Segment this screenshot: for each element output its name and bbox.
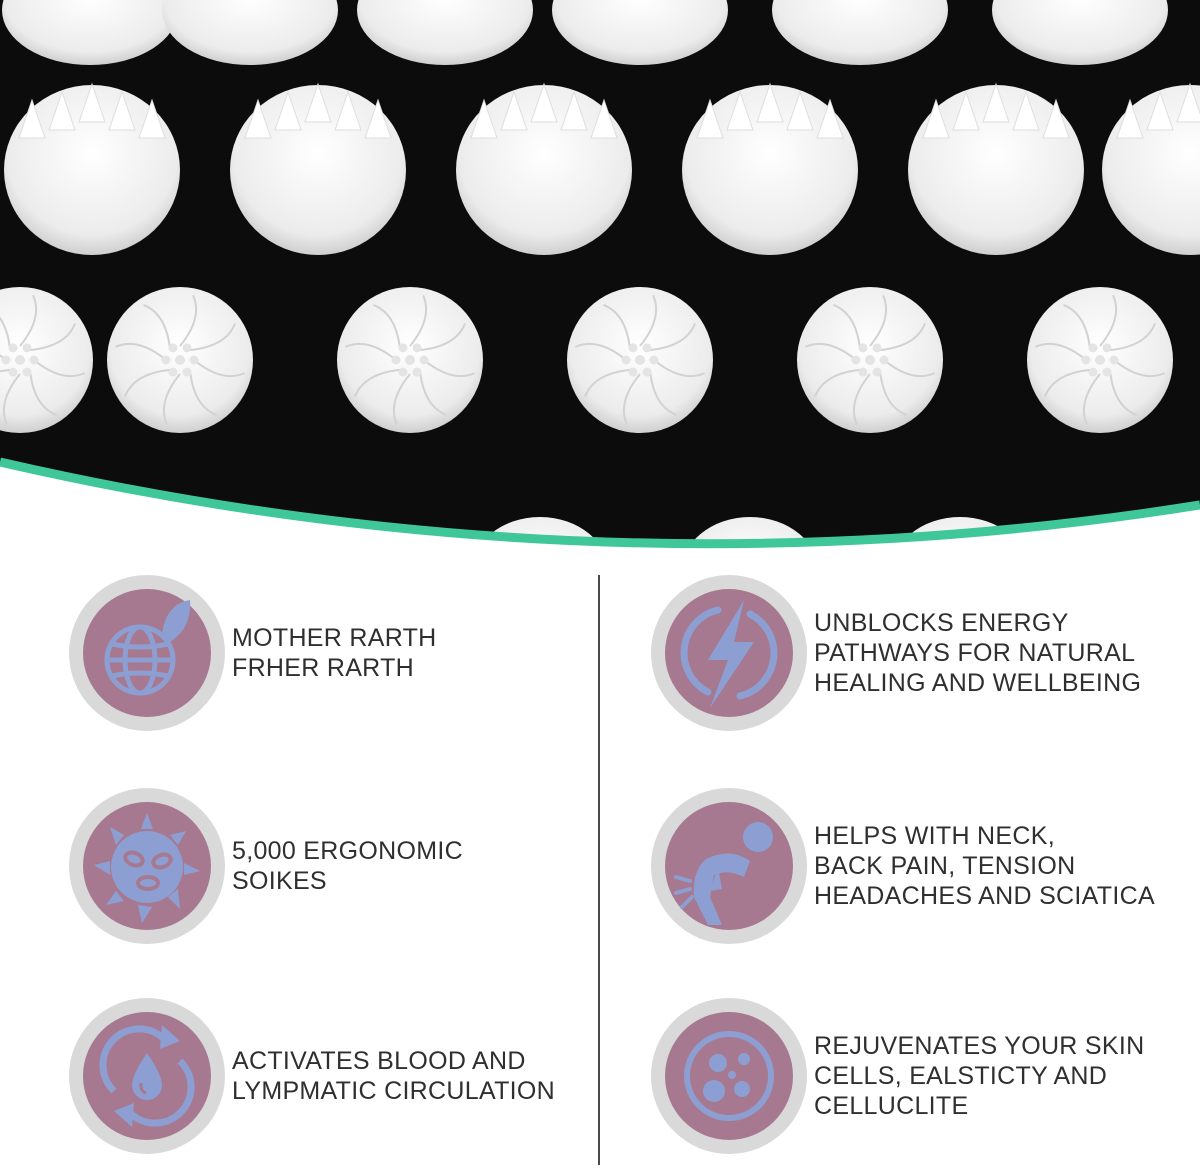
feature-item: HELPS WITH NECK, BACK PAIN, TENSION HEAD…: [648, 785, 1155, 947]
feature-line: 5,000 ERGONOMIC: [232, 837, 463, 865]
feature-text: ACTIVATES BLOOD AND LYMPMATIC CIRCULATIO…: [232, 1046, 555, 1106]
spike-nub: [107, 287, 253, 433]
globe-leaf-icon: [66, 572, 228, 734]
feature-line: ACTIVATES BLOOD AND: [232, 1047, 526, 1075]
spike-nub: [456, 82, 632, 255]
feature-line: CELLUCLITE: [814, 1092, 969, 1120]
spike-nub: [230, 82, 406, 255]
spike-nub: [0, 287, 93, 433]
spike-nub: [2, 0, 178, 65]
feature-line: CELLS, EALSTICTY AND: [814, 1062, 1108, 1090]
feature-item: MOTHER RARTH FRHER RARTH: [66, 572, 437, 734]
spike-nub: [162, 0, 338, 65]
feature-line: HEADACHES AND SCIATICA: [814, 882, 1155, 910]
skin-cells-icon: [648, 995, 810, 1157]
spiked-ball-icon: [66, 785, 228, 947]
feature-line: REJUVENATES YOUR SKIN: [814, 1032, 1145, 1060]
feature-line: UNBLOCKS ENERGY: [814, 609, 1069, 637]
feature-line: LYMPMATIC CIRCULATION: [232, 1077, 555, 1105]
feature-text: REJUVENATES YOUR SKIN CELLS, EALSTICTY A…: [814, 1031, 1144, 1121]
acupressure-mat-photo: [0, 0, 1200, 549]
feature-text: 5,000 ERGONOMIC SOIKES: [232, 836, 463, 896]
feature-text: HELPS WITH NECK, BACK PAIN, TENSION HEAD…: [814, 821, 1155, 911]
feature-text: UNBLOCKS ENERGY PATHWAYS FOR NATURAL HEA…: [814, 608, 1141, 698]
feature-item: UNBLOCKS ENERGY PATHWAYS FOR NATURAL HEA…: [648, 572, 1141, 734]
spike-nub: [567, 287, 713, 433]
spike-nub: [4, 82, 180, 255]
feature-item: 5,000 ERGONOMIC SOIKES: [66, 785, 463, 947]
column-divider: [598, 575, 600, 1165]
lightning-bolt-icon: [648, 572, 810, 734]
feature-text: MOTHER RARTH FRHER RARTH: [232, 623, 437, 683]
spike-nub: [1027, 287, 1173, 433]
feature-line: HELPS WITH NECK,: [814, 822, 1055, 850]
accent-curve: [0, 457, 1200, 549]
spike-nub: [552, 0, 728, 65]
spike-nub: [1102, 82, 1200, 255]
spike-nub: [797, 287, 943, 433]
spike-nub: [357, 0, 533, 65]
spike-nub: [908, 82, 1084, 255]
spike-nub: [992, 0, 1168, 65]
spike-pattern: [0, 0, 1200, 544]
feature-line: FRHER RARTH: [232, 654, 415, 682]
feature-item: ACTIVATES BLOOD AND LYMPMATIC CIRCULATIO…: [66, 995, 555, 1157]
feature-line: MOTHER RARTH: [232, 624, 437, 652]
feature-item: REJUVENATES YOUR SKIN CELLS, EALSTICTY A…: [648, 995, 1144, 1157]
spike-nub: [682, 82, 858, 255]
spike-nub: [772, 0, 948, 65]
feature-line: BACK PAIN, TENSION: [814, 852, 1076, 880]
feature-line: HEALING AND WELLBEING: [814, 669, 1142, 697]
back-pain-icon: [648, 785, 810, 947]
feature-line: PATHWAYS FOR NATURAL: [814, 639, 1136, 667]
circulation-drop-icon: [66, 995, 228, 1157]
feature-line: SOIKES: [232, 867, 327, 895]
spike-nub: [337, 287, 483, 433]
